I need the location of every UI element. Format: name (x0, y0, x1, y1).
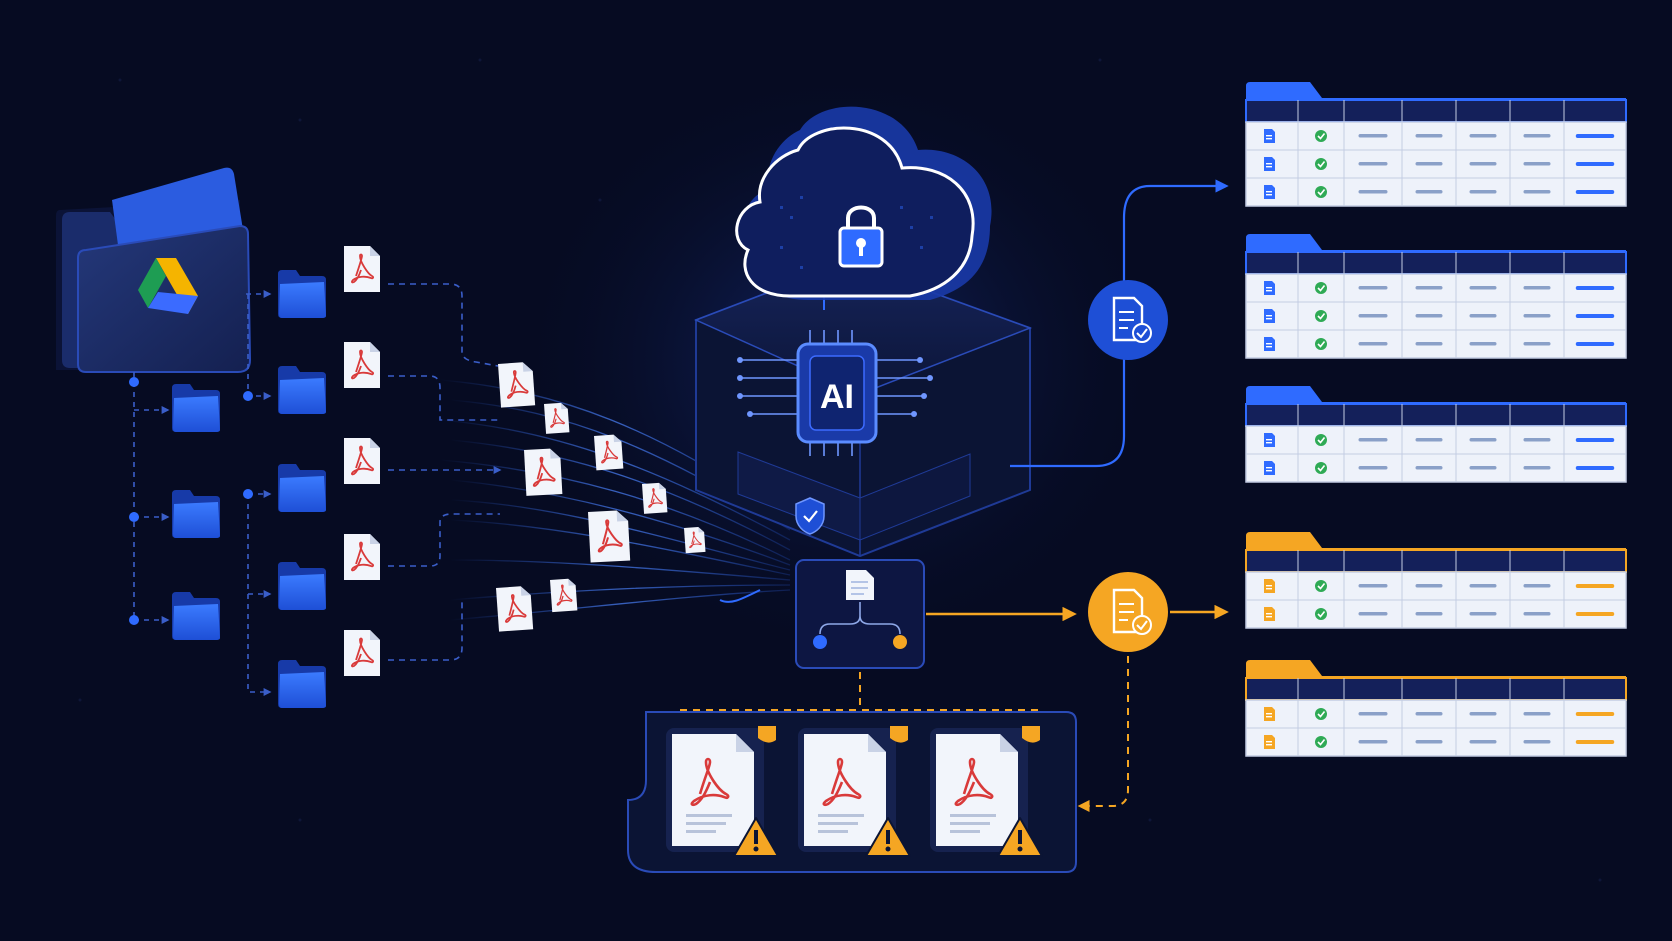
table-row (1246, 149, 1626, 171)
output-table (1245, 386, 1627, 483)
folder-icon (278, 270, 326, 318)
table-row (1264, 707, 1615, 721)
source-drive-folder (56, 167, 252, 373)
pdf-icon (523, 447, 564, 497)
table-row (1246, 329, 1626, 351)
document-check-icon (1112, 588, 1152, 635)
document-icon (1264, 281, 1275, 295)
pdf-icon (343, 629, 381, 677)
shield-check-icon (795, 497, 825, 535)
ai-chip: AI (737, 330, 933, 456)
document-icon (1264, 707, 1275, 721)
document-icon (1264, 433, 1275, 447)
flagged-documents (666, 726, 1043, 857)
pdf-icon (822, 757, 862, 807)
table-row (1264, 579, 1615, 593)
output-table (1245, 82, 1627, 207)
folder-icon (172, 592, 220, 640)
table-row (1246, 301, 1626, 323)
flagged-pdf (930, 726, 1043, 857)
flagged-pdf (798, 726, 911, 857)
table-row (1246, 177, 1626, 199)
document-icon (1264, 309, 1275, 323)
ai-chip-label: AI (820, 378, 854, 416)
output-tables (1245, 82, 1627, 757)
table-row (1246, 453, 1626, 475)
document-icon (1264, 129, 1275, 143)
validated-document-badge-blue (1088, 280, 1168, 360)
document-branch-icon (813, 570, 907, 649)
pdf-icon (343, 245, 381, 293)
pdf-icon (593, 433, 625, 472)
check-icon (1315, 608, 1327, 620)
pdf-icon (690, 757, 730, 807)
check-icon (1315, 580, 1327, 592)
pdf-to-stream-connectors (388, 283, 502, 661)
subfolder-column-1 (172, 384, 220, 640)
pdf-icon (343, 341, 381, 389)
output-table (1245, 660, 1627, 757)
table-row (1246, 599, 1626, 621)
pdf-icon (497, 360, 537, 409)
check-icon (1315, 282, 1327, 294)
output-table (1245, 532, 1627, 629)
grid-dots (78, 58, 1602, 882)
google-drive-icon (138, 258, 198, 314)
document-icon (1264, 461, 1275, 475)
check-icon (1315, 434, 1327, 446)
lock-icon (838, 205, 884, 268)
document-icon (1264, 579, 1275, 593)
check-icon (1315, 186, 1327, 198)
check-icon (1315, 708, 1327, 720)
pdf-icon (683, 526, 707, 554)
table-row (1264, 433, 1615, 447)
pdf-icon (549, 577, 579, 613)
folder-icon (278, 660, 326, 708)
document-icon (1264, 157, 1275, 171)
check-icon (1315, 462, 1327, 474)
pdf-icon (543, 401, 571, 435)
check-icon (1315, 310, 1327, 322)
table-row (1246, 727, 1626, 749)
pdf-icon (343, 437, 381, 485)
document-router (795, 559, 925, 669)
pdf-icon (954, 757, 994, 807)
pdf-icon (641, 481, 669, 515)
validated-document-badge-orange (1088, 572, 1168, 652)
pdf-icon (587, 508, 632, 564)
check-icon (1315, 736, 1327, 748)
check-icon (1315, 338, 1327, 350)
output-table (1245, 234, 1627, 359)
document-icon (1264, 185, 1275, 199)
folder-icon (278, 464, 326, 512)
document-icon (1264, 607, 1275, 621)
folder-icon (278, 366, 326, 414)
secure-cloud (735, 106, 992, 310)
pdf-icon (495, 584, 535, 633)
review-flow (680, 656, 1129, 812)
folder-icon (278, 562, 326, 610)
check-icon (1315, 130, 1327, 142)
document-icon (1264, 337, 1275, 351)
check-icon (1315, 158, 1327, 170)
pdf-icon (343, 533, 381, 581)
folder-icon (172, 384, 220, 432)
orange-output-flow (926, 604, 1229, 622)
table-row (1264, 129, 1615, 143)
table-row (1264, 281, 1615, 295)
document-icon (1264, 735, 1275, 749)
document-check-icon (1112, 296, 1152, 343)
flagged-pdf (666, 726, 779, 857)
folder-icon (172, 490, 220, 538)
